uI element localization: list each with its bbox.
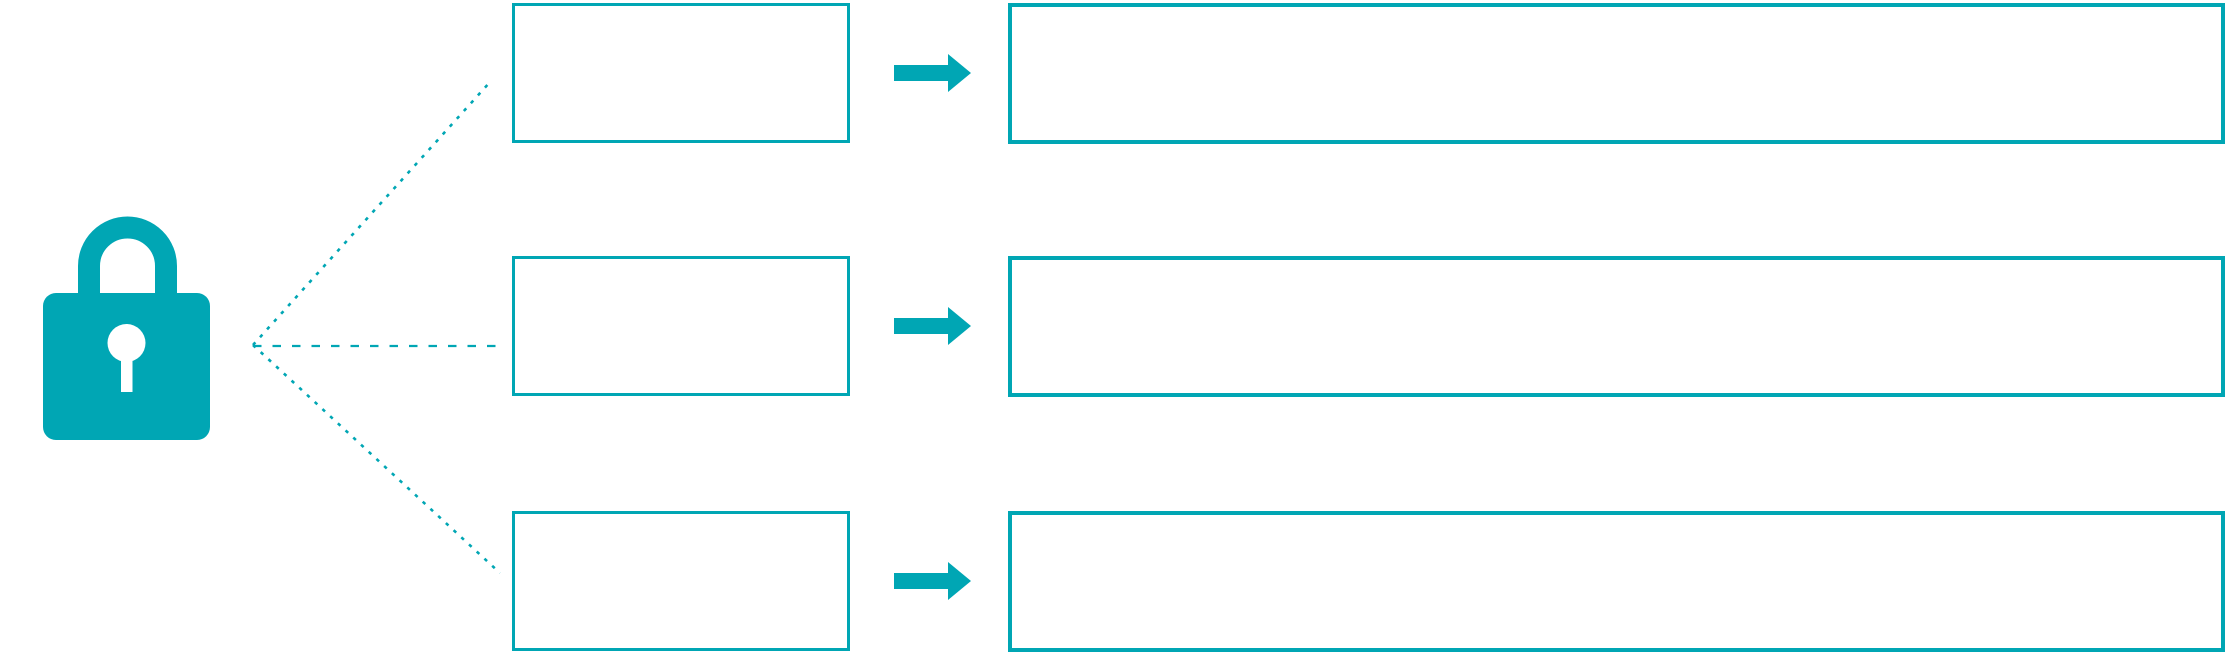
- arrow-right-icon: [894, 54, 971, 92]
- arrow-shape: [894, 54, 971, 92]
- lock-keyhole: [107, 324, 146, 362]
- source-box-3: [512, 511, 850, 651]
- arrow-right-icon: [894, 562, 971, 600]
- connector-line-bottom: [252, 344, 501, 574]
- arrow-right-icon: [894, 307, 971, 345]
- source-box-2: [512, 256, 850, 396]
- target-box-3: [1008, 511, 2225, 652]
- lock-shackle: [78, 216, 177, 302]
- target-box-2: [1008, 256, 2225, 397]
- source-box-1: [512, 3, 850, 143]
- connector-line-top: [252, 81, 491, 346]
- lock-keyhole-stem: [121, 350, 133, 392]
- arrow-shape: [894, 307, 971, 345]
- lock-icon: [43, 216, 210, 440]
- arrow-shape: [894, 562, 971, 600]
- target-box-1: [1008, 3, 2225, 144]
